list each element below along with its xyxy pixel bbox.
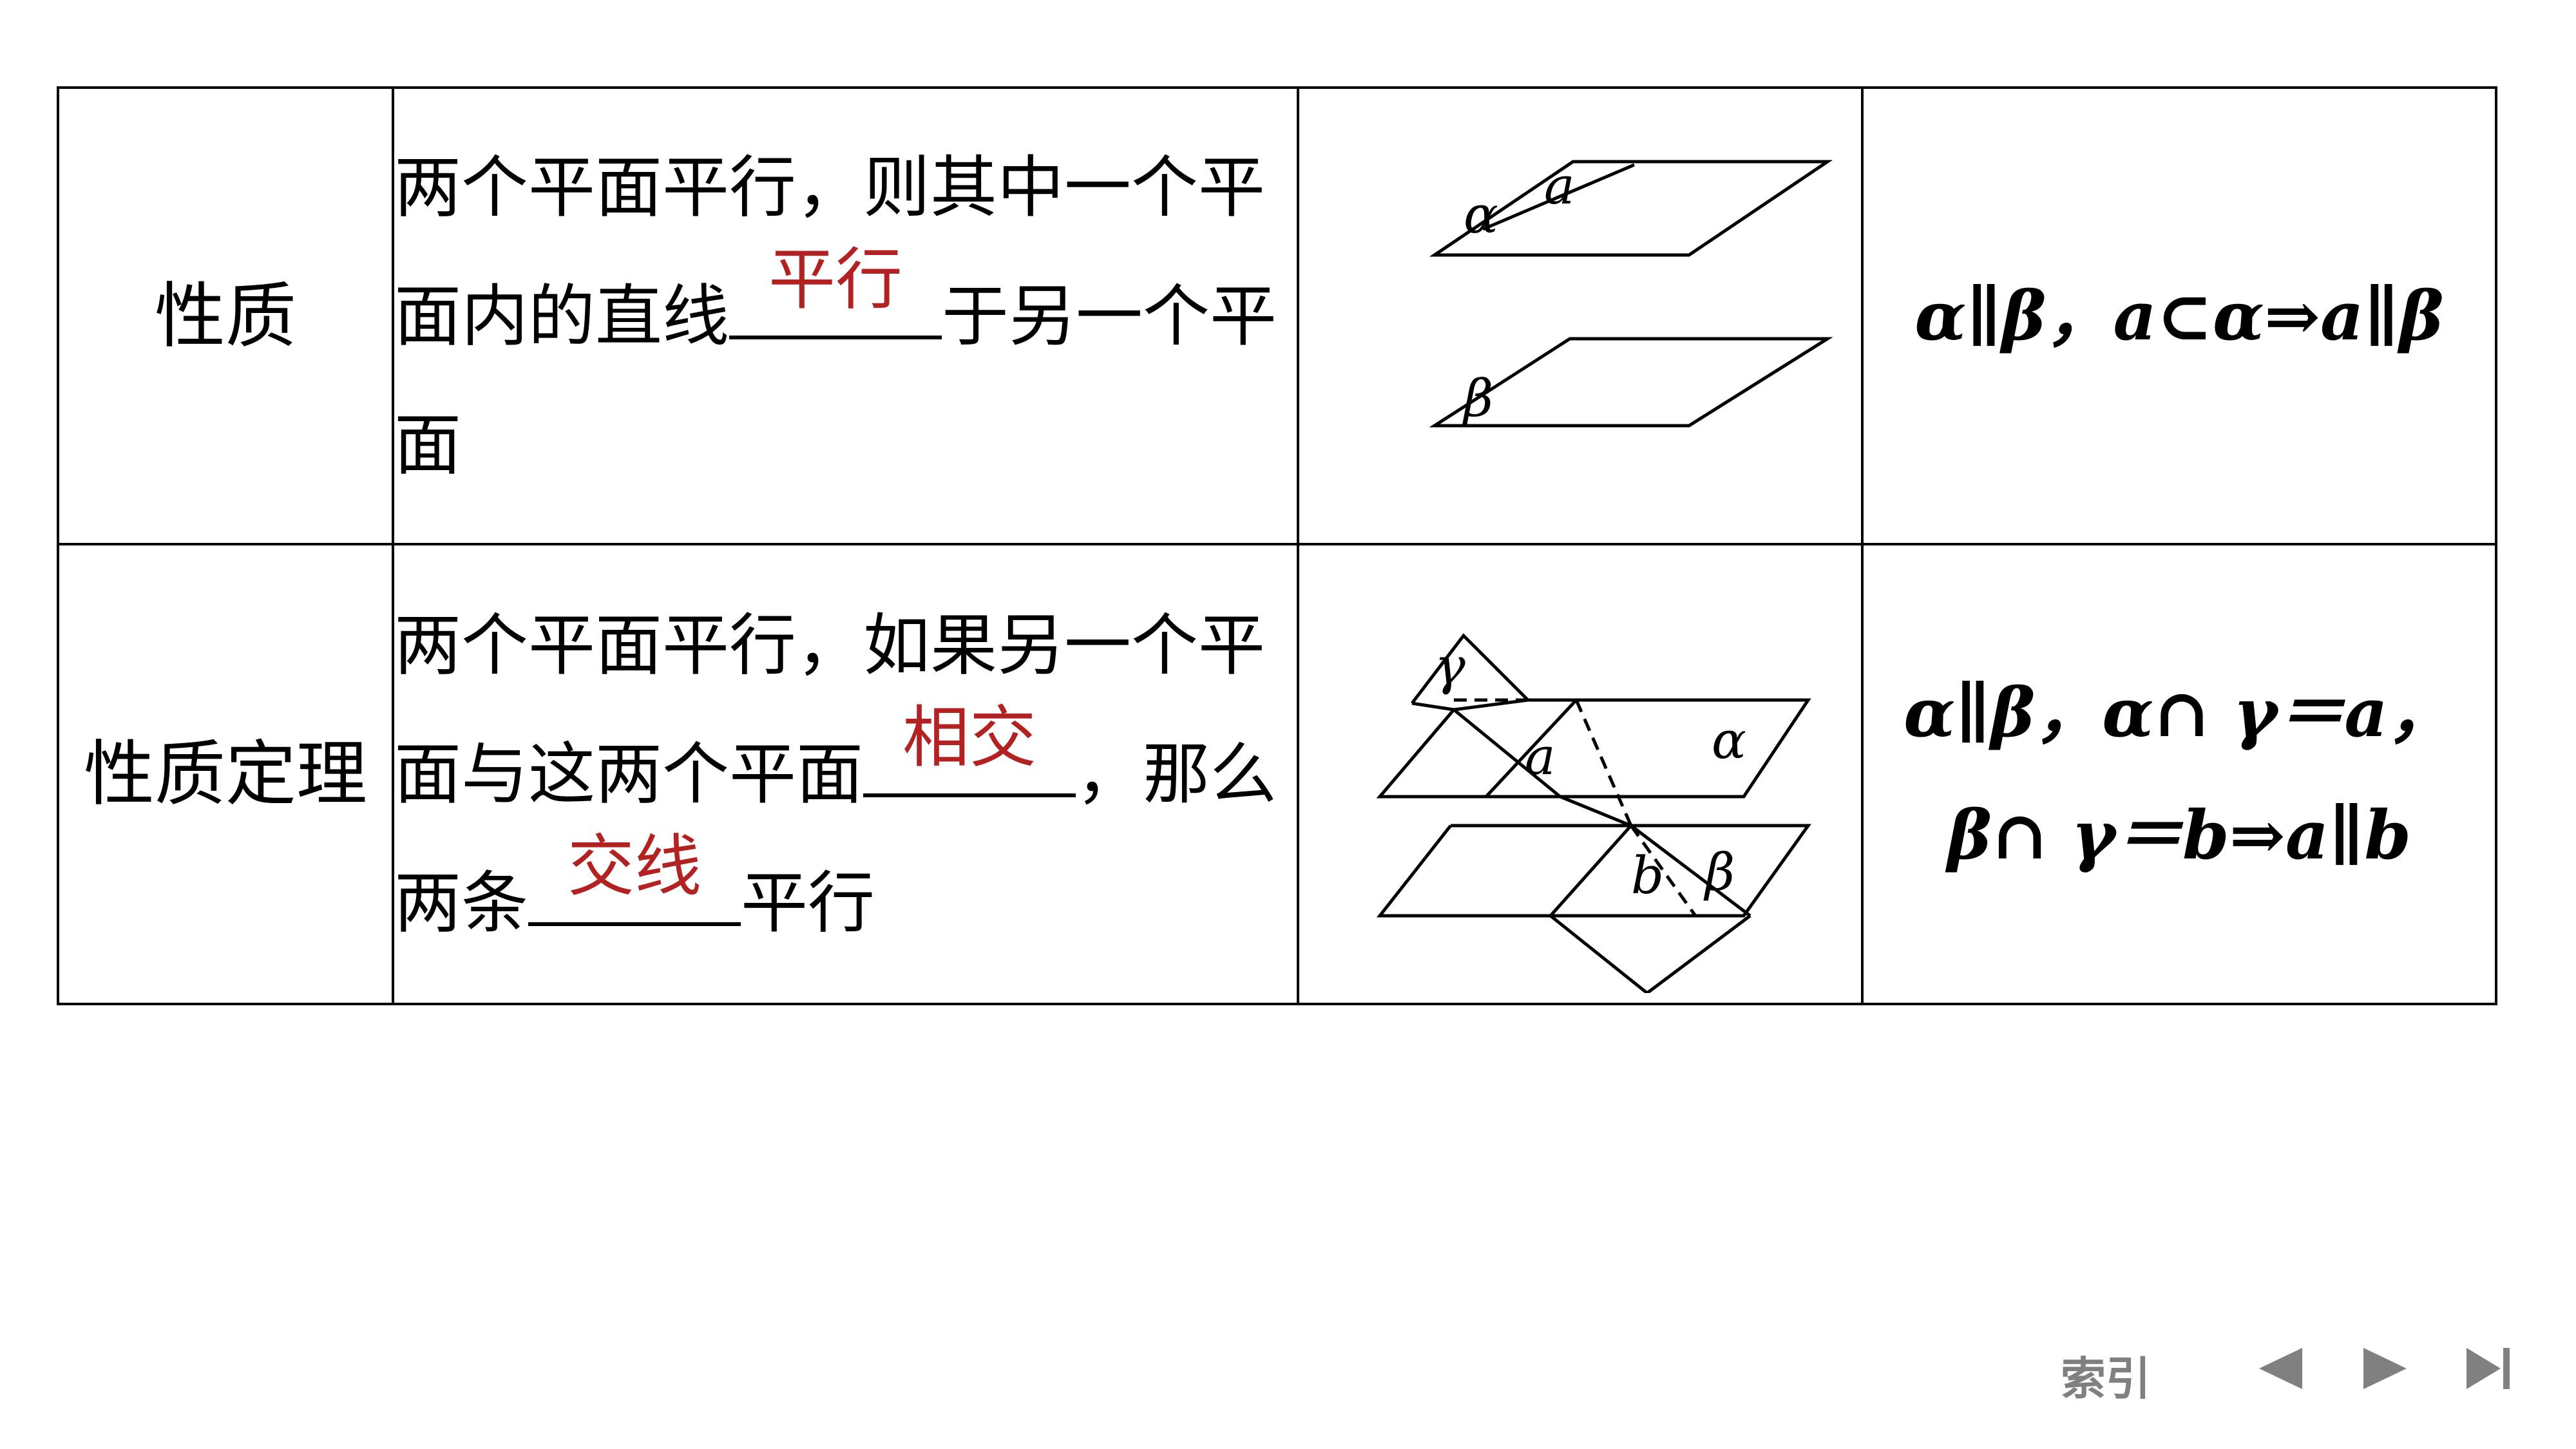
answer-text: 相交 bbox=[902, 698, 1037, 777]
fill-blank: 相交 bbox=[863, 699, 1076, 797]
formula-line: β∩ γ＝b⇒a∥b bbox=[1947, 795, 2412, 875]
figure-parallel-planes: α a β bbox=[1297, 86, 1864, 545]
line-a-label: a bbox=[1544, 156, 1575, 216]
line-b-label: b bbox=[1631, 846, 1664, 905]
navigation-bar: 索引 bbox=[2061, 1282, 2576, 1449]
description-theorem: 两个平面平行，如果另一个平面与这两个平面相交，那么两条交线平行 bbox=[392, 543, 1299, 1005]
desc-text-before: 两个平面平行，如果另一个平面与这两个平面 bbox=[394, 606, 1266, 813]
answer-text: 交线 bbox=[568, 827, 702, 905]
desc-text-before: 两个平面平行，则其中一个平面内的直线 bbox=[394, 147, 1266, 355]
formula-line: α∥β，a⊂α⇒a∥β bbox=[1914, 276, 2444, 355]
fill-blank: 平行 bbox=[729, 242, 942, 339]
alpha-label: α bbox=[1464, 185, 1498, 245]
line-a-label: a bbox=[1525, 726, 1556, 786]
triangle-right-icon[interactable] bbox=[2360, 1343, 2412, 1394]
parallel-planes-diagram: α a β bbox=[1429, 156, 1833, 428]
row-label-property: 性质 bbox=[57, 86, 394, 545]
fill-blank: 交线 bbox=[528, 828, 741, 926]
alpha-label: α bbox=[1712, 710, 1746, 770]
figure-intersecting-plane: γ a α b β bbox=[1297, 543, 1864, 1005]
formula-line: α∥β，α∩ γ＝a， bbox=[1903, 673, 2455, 752]
desc-text-after: 于另一个平面 bbox=[394, 276, 1277, 484]
formula-property: α∥β，a⊂α⇒a∥β bbox=[1861, 86, 2497, 545]
beta-label: β bbox=[1703, 842, 1735, 902]
theorem-table: 性质 两个平面平行，则其中一个平面内的直线平行于另一个平面 α a β α∥β，… bbox=[57, 86, 2497, 1005]
desc-text-after: 平行 bbox=[741, 864, 875, 942]
beta-label: β bbox=[1462, 368, 1493, 428]
formula-theorem: α∥β，α∩ γ＝a， β∩ γ＝b⇒a∥b bbox=[1861, 543, 2497, 1005]
intersecting-planes-diagram: γ a α b β bbox=[1376, 633, 1811, 993]
description-property: 两个平面平行，则其中一个平面内的直线平行于另一个平面 bbox=[392, 86, 1299, 545]
gamma-label: γ bbox=[1435, 636, 1465, 696]
triangle-left-icon[interactable] bbox=[2254, 1343, 2305, 1394]
index-link[interactable]: 索引 bbox=[2061, 1352, 2151, 1405]
answer-text: 平行 bbox=[768, 240, 903, 319]
row-label-theorem: 性质定理 bbox=[57, 543, 394, 1005]
skip-last-icon[interactable] bbox=[2463, 1343, 2515, 1394]
table-row: 性质 两个平面平行，则其中一个平面内的直线平行于另一个平面 α a β α∥β，… bbox=[57, 86, 2497, 545]
desc-text-middle: ，那么两条 bbox=[394, 735, 1277, 942]
table-row: 性质定理 两个平面平行，如果另一个平面与这两个平面相交，那么两条交线平行 bbox=[57, 543, 2497, 1005]
